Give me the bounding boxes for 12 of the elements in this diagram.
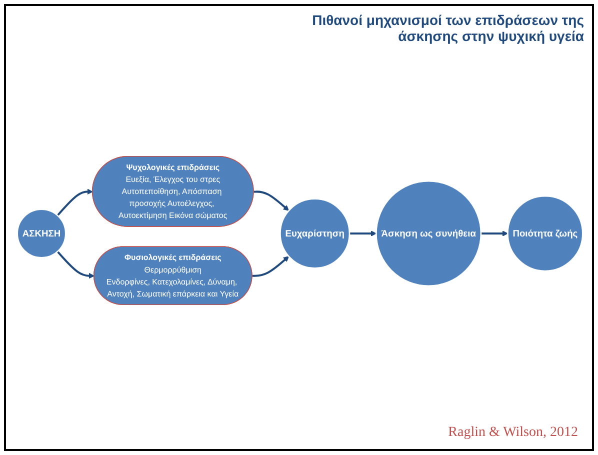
node-circle: Άσκηση ως συνήθεια bbox=[376, 180, 482, 286]
node-circle: Ευχαρίστηση bbox=[280, 198, 350, 268]
arrow bbox=[480, 230, 508, 236]
node-circle: Ποιότητα ζωής bbox=[507, 194, 584, 272]
diagram-title: Πιθανοί μηχανισμοί των επιδράσεων της άσκησης στην ψυχική υγεία bbox=[311, 12, 584, 44]
node-circle: ΑΣΚΗΣΗ bbox=[16, 208, 66, 258]
arrow bbox=[56, 188, 93, 216]
arrow bbox=[252, 256, 290, 276]
arrow bbox=[56, 250, 94, 278]
source-note: Raglin & Wilson, 2012 bbox=[448, 425, 578, 441]
arrow bbox=[349, 230, 376, 236]
arrow bbox=[254, 190, 290, 210]
